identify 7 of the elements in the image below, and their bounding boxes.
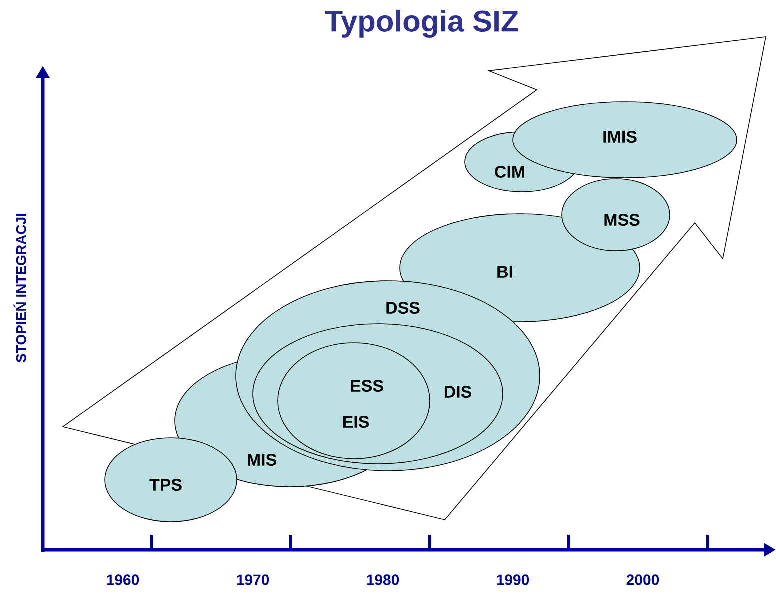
year-label: 1980 xyxy=(367,574,400,586)
year-label: 1990 xyxy=(497,574,530,586)
title: Typologia SIZ xyxy=(325,10,518,38)
year-label: 2000 xyxy=(626,574,660,586)
year-label: 1960 xyxy=(107,574,140,586)
axis-label: STOPIEŃ INTEGRACJI xyxy=(14,214,26,363)
year-label: 1970 xyxy=(237,574,270,586)
